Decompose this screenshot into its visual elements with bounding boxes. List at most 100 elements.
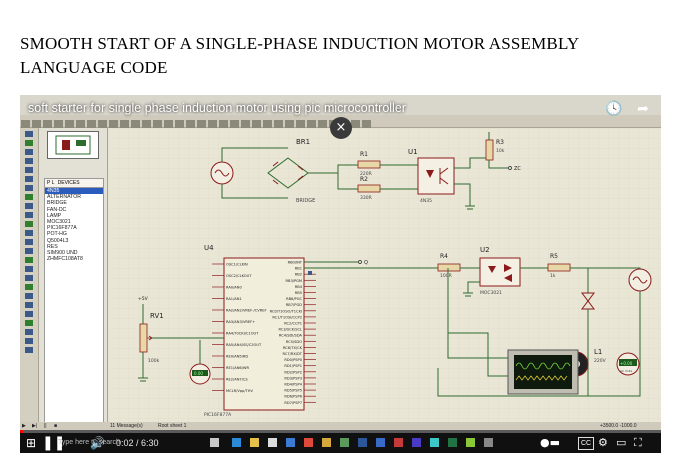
junction-icon[interactable] — [25, 149, 33, 155]
status-messages[interactable]: 11 Message(s) — [110, 423, 143, 429]
fullscreen-icon[interactable]: ⛶ — [634, 436, 642, 449]
device-list-item[interactable]: LAMP — [47, 212, 62, 219]
new-sheet-icon[interactable] — [307, 120, 316, 128]
taskbar-search-text[interactable]: Type here to search — [58, 439, 120, 446]
graph-icon[interactable] — [25, 212, 33, 218]
text-script-icon[interactable] — [25, 167, 33, 173]
volume-icon[interactable]: 🔊 — [90, 436, 105, 450]
zoom-in-icon[interactable] — [87, 120, 96, 128]
erc-icon[interactable] — [351, 120, 360, 128]
open-icon[interactable] — [32, 120, 41, 128]
text-icon[interactable] — [25, 311, 33, 317]
rotate-icon[interactable] — [25, 338, 33, 344]
play-icon[interactable]: ▶ — [22, 423, 26, 429]
pick-device-icon[interactable] — [230, 120, 239, 128]
miniplayer-icon[interactable]: ▭ — [616, 436, 627, 449]
task-view-icon[interactable] — [210, 438, 219, 447]
video-progress-bar[interactable] — [20, 430, 661, 433]
share-icon[interactable]: ➦ — [637, 101, 649, 117]
device-list-item[interactable]: 4N35 — [45, 188, 103, 195]
zoom-area-icon[interactable] — [120, 120, 129, 128]
undo-icon[interactable] — [131, 120, 140, 128]
close-overlay-button[interactable]: × — [330, 117, 352, 139]
store-icon[interactable] — [268, 438, 277, 447]
decompose-icon[interactable] — [263, 120, 272, 128]
path-icon[interactable] — [25, 302, 33, 308]
app-icon-2[interactable] — [340, 438, 349, 447]
devices-prefix[interactable]: P L — [47, 180, 55, 186]
pause-button[interactable]: ❚❚ — [42, 435, 66, 451]
terminal-icon[interactable] — [25, 194, 33, 200]
chrome-icon[interactable] — [304, 438, 313, 447]
device-list-item[interactable]: SIM900 UND — [47, 250, 78, 257]
redo-icon[interactable] — [142, 120, 151, 128]
selection-mode-icon[interactable] — [25, 131, 33, 137]
device-list-item[interactable]: ZHMFC108AT8 — [47, 256, 83, 263]
make-device-icon[interactable] — [241, 120, 250, 128]
box-icon[interactable] — [25, 275, 33, 281]
app-icon-5[interactable] — [412, 438, 421, 447]
device-list-item[interactable]: PIC16F877A — [47, 225, 77, 232]
app-icon-1[interactable] — [322, 438, 331, 447]
mirror-icon[interactable] — [25, 347, 33, 353]
property-icon[interactable] — [296, 120, 305, 128]
video-title[interactable]: soft starter for single phase induction … — [28, 101, 406, 115]
device-list-item[interactable]: RES — [47, 243, 58, 250]
wire-label-icon[interactable] — [25, 158, 33, 164]
search-icon[interactable] — [285, 120, 294, 128]
app-icon-3[interactable] — [376, 438, 385, 447]
device-list-item[interactable]: MOC3021 — [47, 219, 71, 226]
wire-autorouter-icon[interactable] — [274, 120, 283, 128]
excel-icon[interactable] — [448, 438, 457, 447]
edge-icon[interactable] — [232, 438, 241, 447]
word-icon[interactable] — [358, 438, 367, 447]
remove-sheet-icon[interactable] — [318, 120, 327, 128]
block-rotate-icon[interactable] — [208, 120, 217, 128]
device-list-item[interactable]: POT-HG — [47, 231, 67, 238]
paste-icon[interactable] — [175, 120, 184, 128]
line-icon[interactable] — [25, 266, 33, 272]
circle-icon[interactable] — [25, 284, 33, 290]
package-icon[interactable] — [252, 120, 261, 128]
schematic-canvas[interactable]: BR1 BRIDGE R1 220R R2 330R — [108, 128, 661, 423]
save-icon[interactable] — [43, 120, 52, 128]
pause-icon[interactable]: || — [44, 423, 47, 429]
stop-icon[interactable]: ■ — [54, 423, 58, 429]
step-icon[interactable]: ▶| — [32, 423, 38, 429]
device-list-item[interactable]: BRIDGE — [47, 200, 67, 207]
app-icon-7[interactable] — [466, 438, 475, 447]
device-list-item[interactable]: ALTERNATOR — [47, 194, 82, 201]
origin-icon[interactable] — [76, 120, 85, 128]
block-copy-icon[interactable] — [186, 120, 195, 128]
subcircuit-icon[interactable] — [25, 185, 33, 191]
virtual-instrument-icon[interactable] — [25, 257, 33, 263]
bus-icon[interactable] — [25, 176, 33, 182]
device-pin-icon[interactable] — [25, 203, 33, 209]
app-icon-6[interactable] — [430, 438, 439, 447]
generator-icon[interactable] — [25, 230, 33, 236]
device-list-item[interactable]: FAN-DC — [47, 206, 67, 213]
windows-start-icon[interactable]: ⊞ — [26, 436, 37, 450]
block-delete-icon[interactable] — [219, 120, 228, 128]
arc-icon[interactable] — [25, 293, 33, 299]
app-icon-4[interactable] — [394, 438, 403, 447]
symbol-icon[interactable] — [25, 320, 33, 326]
copy-icon[interactable] — [164, 120, 173, 128]
captions-button[interactable]: CC — [578, 437, 595, 450]
component-mode-icon[interactable] — [25, 140, 33, 146]
overview-window[interactable] — [47, 131, 99, 159]
new-icon[interactable] — [21, 120, 30, 128]
current-probe-icon[interactable] — [25, 248, 33, 254]
print-icon[interactable] — [54, 120, 63, 128]
watch-later-icon[interactable]: 🕓 — [605, 101, 623, 117]
device-list-item[interactable]: Q5004L3 — [47, 237, 69, 244]
marker-icon[interactable] — [25, 329, 33, 335]
grid-icon[interactable] — [65, 120, 74, 128]
app-icon-8[interactable] — [484, 438, 493, 447]
ares-icon[interactable] — [362, 120, 371, 128]
autoplay-toggle-icon[interactable]: ●▬ — [540, 436, 560, 449]
tape-icon[interactable] — [25, 221, 33, 227]
zoom-all-icon[interactable] — [109, 120, 118, 128]
